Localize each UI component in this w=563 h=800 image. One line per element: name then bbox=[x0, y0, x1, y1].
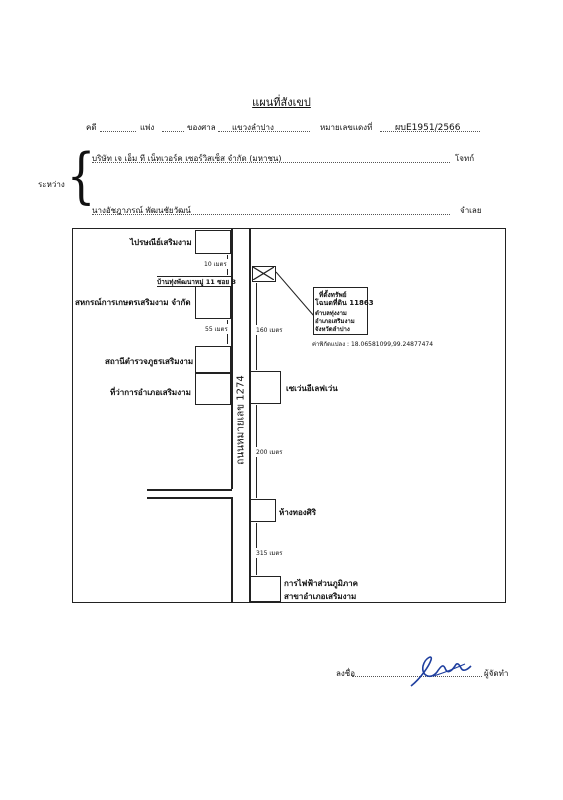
post-office-building bbox=[195, 230, 231, 254]
pea-label-line2: สาขาอำเภอเสริมงาม bbox=[284, 592, 357, 601]
court-name: แขวงลำปาง bbox=[232, 123, 274, 132]
distance-55m: 55 เมตร bbox=[204, 324, 229, 334]
police-label: สถานีตำรวจภูธรเสริมงาม bbox=[105, 357, 194, 366]
case-number: ผบE1951/2566 bbox=[395, 123, 461, 133]
district-office-label: ที่ว่าการอำเภอเสริมงาม bbox=[110, 388, 191, 397]
cross-mark-icon bbox=[253, 267, 274, 280]
property-subdistrict: ตำบลทุ่งงาม bbox=[315, 310, 347, 317]
property-info-box: ที่ตั้งทรัพย์ โฉนดที่ดิน 11863 ตำบลทุ่งง… bbox=[313, 287, 374, 335]
side-road-edge bbox=[147, 489, 232, 491]
map-frame bbox=[72, 228, 506, 603]
defendant-name: นางอัชฎาภรณ์ พัฒนชัยวัฒน์ bbox=[92, 206, 191, 215]
distance-200m: 200 เมตร bbox=[255, 447, 284, 457]
dotted-line bbox=[92, 162, 450, 163]
plaintiff-name: บริษัท เจ เอ็ม ที เน็ทเวอร์ค เซอร์วิสเซ็… bbox=[92, 154, 282, 163]
side-road-edge bbox=[147, 497, 232, 499]
page-title: แผนที่สังเขป bbox=[252, 96, 311, 109]
road-label: ถนนหมายเลข 1274 bbox=[235, 375, 246, 465]
dotted-line bbox=[100, 131, 136, 132]
preparer-label: ผู้จัดทำ bbox=[484, 669, 509, 678]
signature-line bbox=[352, 676, 482, 677]
distance-10m: 10 เมตร bbox=[203, 259, 228, 269]
seven-eleven-label: เซเว่นอีเลฟเว่น bbox=[286, 384, 338, 393]
village-label: บ้านทุ่งพัฒนาหมู่ 11 ซอย 3 bbox=[157, 278, 236, 286]
gold-shop-label: ห้างทองศิริ bbox=[279, 508, 317, 517]
property-district: อำเภอเสริมงาม bbox=[315, 318, 355, 325]
distance-315m: 315 เมตร bbox=[255, 548, 284, 558]
distance-160m: 160 เมตร bbox=[255, 325, 284, 335]
defendant-role: จำเลย bbox=[460, 206, 482, 215]
dotted-line bbox=[380, 131, 480, 132]
case-label: คดี bbox=[86, 123, 97, 132]
case-no-label: หมายเลขแดงที่ bbox=[320, 123, 373, 132]
pea-building bbox=[250, 576, 281, 602]
between-label: ระหว่าง bbox=[38, 180, 65, 189]
district-office-building bbox=[195, 373, 231, 405]
dotted-line bbox=[218, 131, 310, 132]
property-coords: ค่าพิกัดแปลง : 18.06581099,99.24877474 bbox=[312, 341, 434, 348]
signature-image bbox=[410, 656, 472, 687]
property-marker bbox=[252, 266, 276, 282]
pea-label-line1: การไฟฟ้าส่วนภูมิภาค bbox=[284, 579, 358, 588]
court-label: ของศาล bbox=[187, 123, 216, 132]
road-edge-right bbox=[249, 229, 251, 602]
village-road bbox=[157, 276, 231, 287]
property-province: จังหวัดลำปาง bbox=[315, 326, 350, 333]
police-building bbox=[195, 346, 231, 373]
dotted-line bbox=[162, 131, 184, 132]
coop-label: สหกรณ์การเกษตรเสริมงาม จำกัด bbox=[75, 298, 191, 307]
brace-symbol: { bbox=[66, 141, 96, 211]
plaintiff-role: โจทก์ bbox=[455, 154, 475, 163]
road-edge-left bbox=[231, 497, 233, 602]
seven-eleven-building bbox=[250, 371, 281, 404]
road-edge-left bbox=[231, 229, 233, 489]
callout-line bbox=[276, 271, 315, 317]
post-office-label: ไปรษณีย์เสริมงาม bbox=[130, 238, 192, 247]
property-deed: โฉนดที่ดิน 11863 bbox=[315, 299, 374, 307]
gold-shop-building bbox=[250, 499, 276, 522]
coop-building bbox=[195, 285, 231, 319]
dept-label: แพ่ง bbox=[140, 123, 155, 132]
dotted-line bbox=[92, 214, 450, 215]
sign-label: ลงชื่อ bbox=[336, 669, 356, 678]
property-title: ที่ตั้งทรัพย์ bbox=[319, 291, 347, 299]
